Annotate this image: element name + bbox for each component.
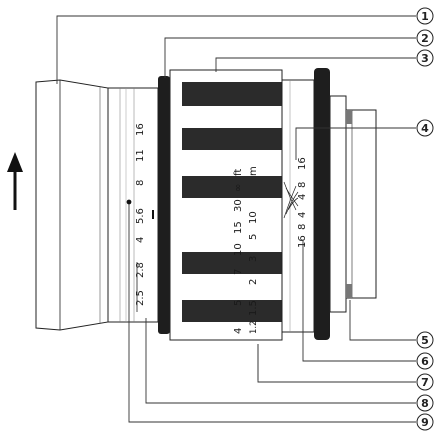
aperture-value: 5.6 [135,208,146,224]
distance-unit-ft: ft [233,169,244,176]
aperture-value: 8 [135,180,146,186]
dof-value: 16 [297,157,308,170]
callout-6: 6 [416,352,434,370]
distance-unit-m: m [248,166,259,176]
dof-value: 16 [297,235,308,248]
distance-m-value: 3 [248,256,259,262]
distance-ft-value: 5 [233,300,244,306]
callout-3: 3 [416,49,434,67]
dof-value: 8 [297,182,308,188]
callout-label: 9 [421,416,429,429]
aperture-ring [107,87,159,323]
callout-label: 2 [421,32,429,45]
aperture-value: 16 [135,123,146,136]
callout-label: 4 [421,122,429,135]
distance-scale-ft: 4 5 7 10 15 30 ∞ ft [233,169,244,334]
callout-leaders [56,15,416,423]
distance-ft-value: 30 [233,199,244,212]
lens-mount [329,95,377,313]
aperture-index-dot [126,199,132,205]
callout-8: 8 [416,394,434,412]
aperture-value: 4 [135,237,146,243]
depth-of-field-scale: 16 8 4 4 8 16 [297,157,308,248]
dof-value: 8 [297,224,308,230]
callout-7: 7 [416,373,434,391]
dof-value: 4 [297,194,308,200]
callout-label: 3 [421,52,429,65]
distance-scale-panel [186,108,282,126]
dof-value: 4 [297,212,308,218]
callout-label: 8 [421,397,429,410]
callout-4: 4 [416,119,434,137]
aperture-mark [152,210,154,219]
distance-m-value: 5 [248,234,259,240]
distance-ft-value: 10 [233,243,244,256]
distance-ft-value: 4 [233,328,244,334]
aperture-value: 11 [135,149,146,162]
distance-m-value: 2 [248,279,259,285]
lens-hood [35,79,109,331]
distance-ft-value: 7 [233,269,244,275]
callout-label: 1 [421,10,429,23]
distance-scale-m: 1.2 1.5 2 3 5 10 m [248,166,259,334]
aperture-value: 2.8 [135,262,146,278]
distance-ft-value: 15 [233,221,244,234]
distance-ft-value: ∞ [233,184,244,192]
rear-grip-ring [314,68,330,340]
callout-5: 5 [416,331,434,349]
aperture-value: 2.5 [135,290,146,306]
aperture-scale: 2.5 2.8 4 5.6 8 11 16 [135,123,146,306]
callout-1: 1 [416,7,434,25]
callout-label: 5 [421,334,429,347]
distance-m-value: 1.5 [248,300,259,316]
dof-lines [283,181,299,219]
callout-label: 6 [421,355,429,368]
callout-2: 2 [416,29,434,47]
aperture-grip-ring [158,76,170,334]
callout-9: 9 [416,413,434,431]
distance-m-value: 10 [248,211,259,224]
distance-m-value: 1.2 [249,320,259,334]
direction-arrow-icon [7,152,23,210]
callout-label: 7 [421,376,429,389]
